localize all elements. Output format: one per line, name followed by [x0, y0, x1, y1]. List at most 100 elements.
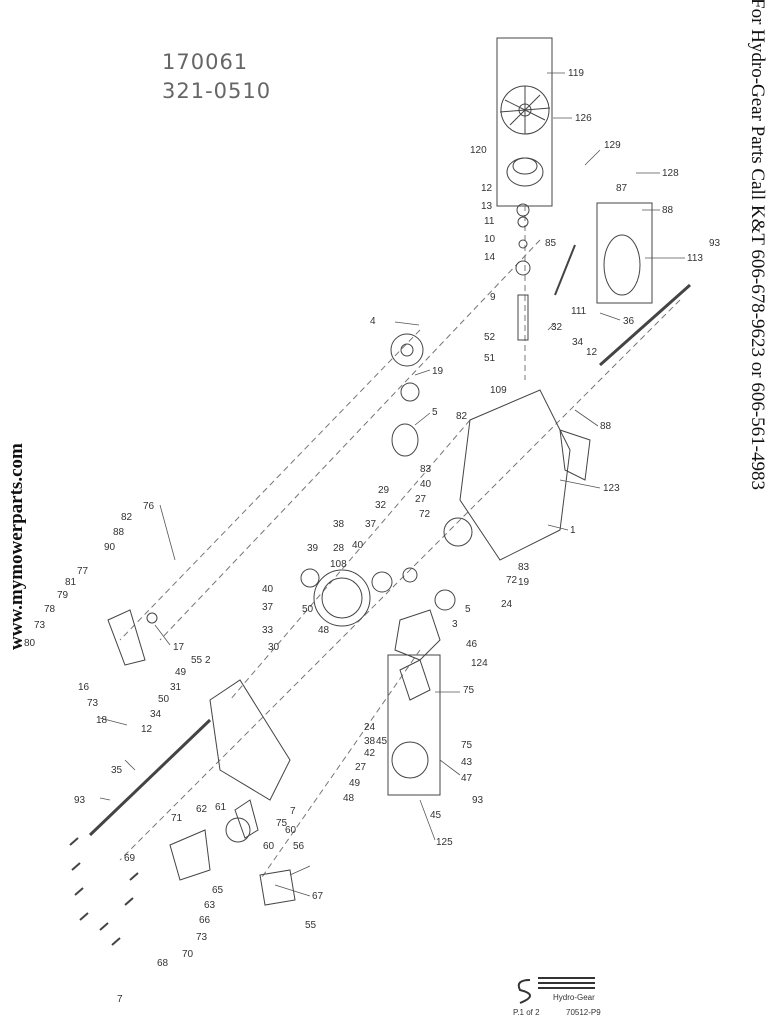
callout-109: 109 [490, 385, 507, 396]
callout-2: 2 [205, 655, 211, 666]
callout-33-top: 32 [375, 500, 387, 511]
callout-59: 56 [293, 841, 305, 852]
callout-83-top: 82 [456, 411, 468, 422]
callout-17: 17 [173, 642, 185, 653]
callout-49: 49 [175, 667, 187, 678]
callout-126: 126 [575, 113, 592, 124]
callout-34-left: 34 [150, 709, 162, 720]
callout-40-top: 40 [352, 540, 364, 551]
callout-44: 45 [376, 736, 388, 747]
callout-52: 48 [343, 793, 355, 804]
callout-48: 48 [318, 625, 330, 636]
callout-71: 71 [171, 813, 183, 824]
callout-10: 10 [484, 234, 496, 245]
callout-19-mid: 19 [518, 577, 530, 588]
callout-124: 124 [471, 658, 488, 669]
callout-11: 11 [484, 216, 495, 227]
callout-93-right: 93 [709, 238, 721, 249]
callout-81: 82 [121, 512, 133, 523]
callout-73-left: 73 [34, 620, 46, 631]
callout-65: 65 [212, 885, 224, 896]
callout-30: 28 [333, 543, 345, 554]
callout-61: 61 [215, 802, 227, 813]
callout-73-low: 73 [196, 932, 208, 943]
callout-79: 79 [57, 590, 69, 601]
page-label: P.1 of 2 [513, 1008, 540, 1017]
callout-78: 78 [44, 604, 56, 615]
callout-120: 120 [470, 145, 487, 156]
callout-54: 50 [302, 604, 314, 615]
callout-125: 125 [436, 837, 453, 848]
swashplate [391, 741, 429, 779]
callout-90: 90 [104, 542, 116, 553]
callout-41: 40 [420, 479, 432, 490]
callout-87: 87 [616, 183, 628, 194]
callout-numbers: 119 126 120 129 87 128 88 93 113 12 13 1… [24, 68, 721, 1005]
callout-88-left: 88 [113, 527, 125, 538]
callout-5-top: 5 [432, 407, 438, 418]
callout-37-top: 37 [365, 519, 377, 530]
callout-85: 85 [545, 238, 557, 249]
callout-67: 67 [312, 891, 324, 902]
callout-119: 119 [568, 68, 584, 79]
callout-31-left: 30 [268, 642, 280, 653]
callout-3: 3 [452, 619, 458, 630]
callout-5-mid: 5 [465, 604, 471, 615]
callout-128: 128 [662, 168, 679, 179]
callout-12-right: 12 [586, 347, 598, 358]
brake-cover [603, 234, 641, 296]
callout-13: 13 [481, 201, 493, 212]
callout-75-top: 75 [463, 685, 475, 696]
callout-108: 108 [330, 559, 347, 570]
callout-42: 42 [364, 748, 376, 759]
document-number: 170061 [162, 50, 249, 74]
center-section [394, 609, 441, 661]
callout-70: 70 [182, 949, 194, 960]
callout-82: 81 [65, 577, 77, 588]
callout-60-b: 60 [263, 841, 275, 852]
callout-14: 14 [484, 252, 496, 263]
callout-88-top: 88 [662, 205, 674, 216]
callout-63: 63 [204, 900, 216, 911]
callout-39: 39 [307, 543, 319, 554]
callout-19-top: 19 [432, 366, 444, 377]
callout-16: 16 [78, 682, 90, 693]
control-bracket [259, 869, 296, 906]
callout-38-mid: 38 [364, 736, 376, 747]
callout-75-mid: 75 [461, 740, 473, 751]
callout-50: 50 [158, 694, 170, 705]
callout-80: 80 [24, 638, 36, 649]
main-housing-left [209, 679, 291, 801]
callout-12-left: 12 [141, 724, 153, 735]
callout-40-left: 40 [262, 584, 274, 595]
callout-28: 24 [501, 599, 513, 610]
callout-55: 51 [484, 353, 496, 364]
callout-33-left: 33 [262, 625, 274, 636]
callout-7: 7 [117, 994, 123, 1005]
page-code: 70512-P9 [566, 1008, 601, 1017]
callout-12-top: 12 [481, 183, 493, 194]
brake-assembly-frame [596, 202, 653, 304]
callout-107: 93 [472, 795, 484, 806]
callout-43: 43 [461, 757, 473, 768]
callout-123: 123 [603, 483, 620, 494]
main-housing-right [459, 389, 571, 561]
callout-32-left: 31 [170, 682, 182, 693]
callout-36: 36 [623, 316, 635, 327]
callout-72-top: 72 [419, 509, 431, 520]
callout-74: 75 [276, 818, 288, 829]
callout-129: 129 [604, 140, 621, 151]
callout-60-a: 60 [285, 825, 297, 836]
callout-76: 76 [143, 501, 155, 512]
bull-gear [313, 569, 371, 627]
callout-58: 55 [305, 920, 317, 931]
callout-77: 77 [77, 566, 89, 577]
callout-1: 1 [570, 525, 576, 536]
callout-51: 55 [191, 655, 203, 666]
callout-72-mid: 72 [506, 575, 518, 586]
callout-45: 45 [430, 810, 442, 821]
hydro-gear-logo-mark [517, 977, 595, 1004]
callout-69: 68 [157, 958, 169, 969]
